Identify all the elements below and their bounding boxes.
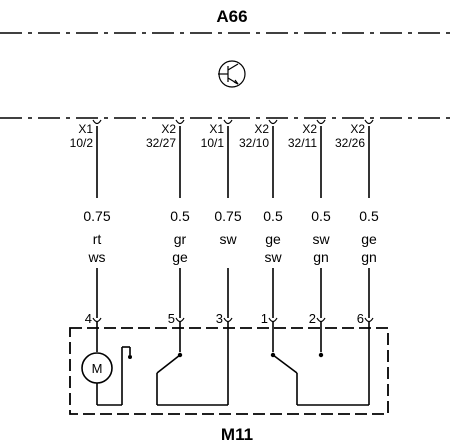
connector-label: X1 — [209, 122, 224, 136]
wire-color-label: sw — [312, 231, 330, 247]
pin-number-label: 6 — [357, 311, 364, 326]
wire-size-label: 0.75 — [83, 208, 110, 224]
connector-terminal-icon — [92, 119, 102, 125]
connector-label: X2 — [161, 122, 176, 136]
module-m11-label: M11 — [221, 425, 253, 444]
wire-color-label: ge — [172, 249, 188, 265]
connector-label: X2 — [302, 122, 317, 136]
connector-pin-label: 10/2 — [70, 136, 94, 150]
pin-terminal-icon — [223, 317, 233, 323]
pin-number-label: 3 — [216, 311, 223, 326]
connector-label: X1 — [78, 122, 93, 136]
wire-color-label: ge — [361, 231, 377, 247]
motor-icon — [81, 322, 132, 406]
wire-color-label: gr — [174, 231, 187, 247]
pin-number-label: 5 — [168, 311, 175, 326]
module-m11-box — [69, 327, 389, 415]
connector-pin-label: 32/10 — [239, 136, 269, 150]
connector-terminal-icon — [223, 119, 233, 125]
wire-color-label: ws — [87, 249, 105, 265]
connector-label: X2 — [350, 122, 365, 136]
wire-size-label: 0.5 — [311, 208, 331, 224]
switch-left-icon — [156, 322, 229, 406]
connector-terminal-icon — [364, 119, 374, 125]
wire-size-label: 0.75 — [214, 208, 241, 224]
wire-color-label: gn — [361, 249, 377, 265]
connector-pin-label: 32/27 — [146, 136, 176, 150]
pin-number-label: 4 — [85, 311, 92, 326]
pin-terminal-icon — [92, 317, 102, 323]
wire-color-label: sw — [219, 231, 237, 247]
switch-right-icon — [270, 322, 370, 406]
transistor-icon — [218, 60, 246, 88]
wire-color-label: sw — [264, 249, 282, 265]
pin-number-label: 2 — [309, 311, 316, 326]
pin-terminal-icon — [364, 317, 374, 323]
connector-label: X2 — [254, 122, 269, 136]
pin-number-label: 1 — [261, 311, 268, 326]
wire-color-label: gn — [313, 249, 329, 265]
pin-terminal-icon — [175, 317, 185, 323]
wire-size-label: 0.5 — [359, 208, 379, 224]
connector-pin-label: 32/11 — [288, 136, 317, 150]
pin-terminal-icon — [316, 317, 326, 323]
connector-terminal-icon — [268, 119, 278, 125]
module-a66-label: A66 — [216, 7, 247, 26]
wire-size-label: 0.5 — [263, 208, 283, 224]
motor-label: M — [92, 361, 103, 376]
wire-size-label: 0.5 — [170, 208, 190, 224]
pin-terminal-icon — [268, 317, 278, 323]
connector-pin-label: 10/1 — [201, 136, 225, 150]
connector-terminal-icon — [316, 119, 326, 125]
wire-color-label: ge — [265, 231, 281, 247]
wire-group: X110/20.75rtws4X232/270.5grge5X110/10.75… — [70, 119, 379, 326]
wire-color-label: rt — [93, 231, 102, 247]
connector-terminal-icon — [175, 119, 185, 125]
connector-pin-label: 32/26 — [335, 136, 365, 150]
